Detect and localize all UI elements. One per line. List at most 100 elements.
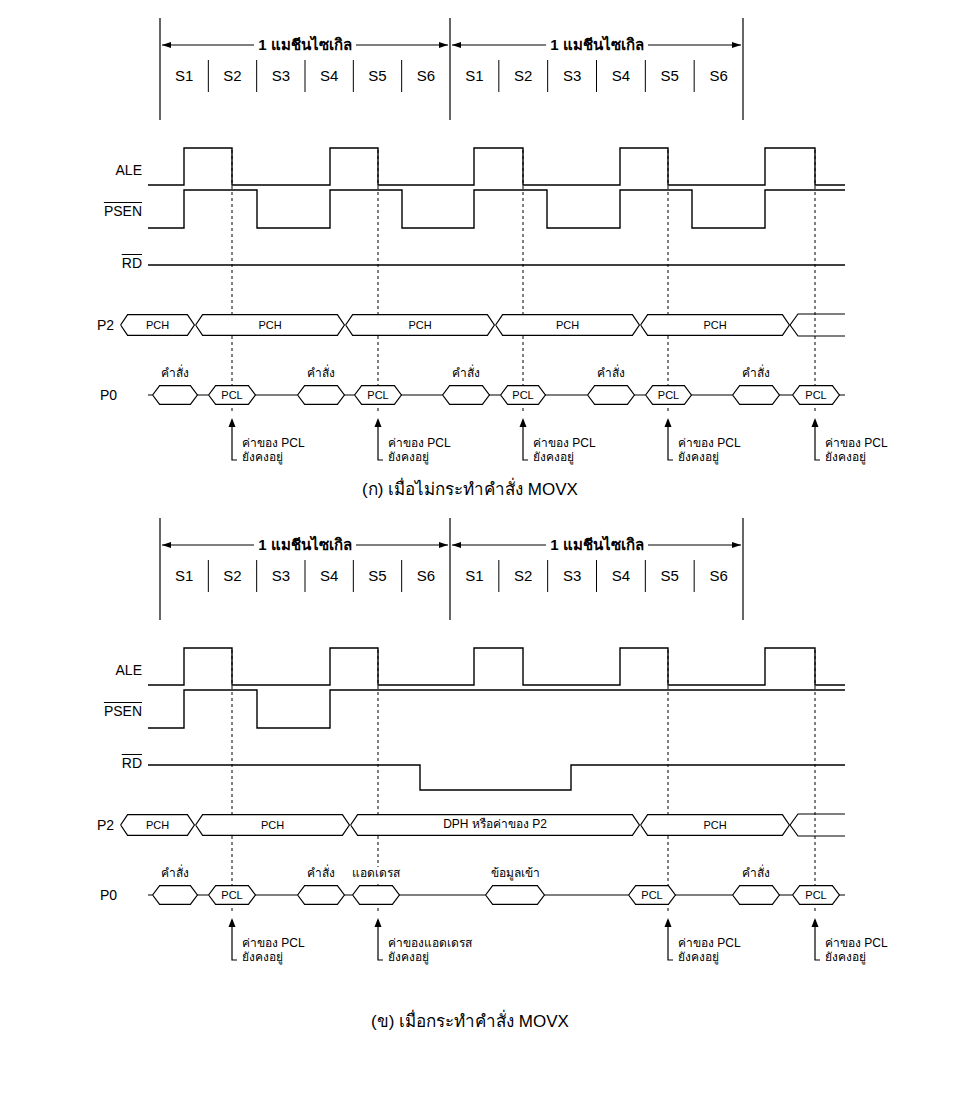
state-label: S4 bbox=[611, 567, 631, 584]
state-label: S6 bbox=[416, 67, 436, 84]
state-separator bbox=[596, 60, 597, 92]
signal-name: RD bbox=[121, 755, 143, 771]
hexagon-outline bbox=[443, 386, 490, 405]
hexagon-outline bbox=[196, 815, 350, 836]
cycle-boundary bbox=[449, 518, 450, 620]
state-separator bbox=[256, 60, 257, 92]
state-label: S5 bbox=[367, 567, 387, 584]
bus-value: PCL bbox=[628, 885, 676, 905]
hexagon-outline bbox=[121, 815, 195, 836]
bus-value-text: PCL bbox=[805, 889, 826, 902]
state-label: S1 bbox=[174, 567, 194, 584]
bus-slot: คำสั่ง bbox=[732, 861, 780, 905]
annotation-note: ค่าของ PCL ยังคงอยู่ bbox=[677, 437, 752, 465]
annotation-note: ค่าของ PCL ยังคงอยู่ bbox=[241, 937, 316, 965]
bus-value: PCH bbox=[640, 814, 790, 836]
rd-waveform bbox=[148, 264, 845, 265]
state-separator bbox=[694, 60, 695, 92]
state-separator bbox=[498, 60, 499, 92]
arrow-head bbox=[665, 918, 672, 927]
arrow-head bbox=[665, 418, 672, 427]
cycle-boundary bbox=[159, 518, 160, 620]
hexagon-outline bbox=[153, 386, 198, 405]
hexagon-outline bbox=[153, 886, 198, 905]
bus-slot-label: แอดเดรส bbox=[352, 867, 400, 881]
hexagon-outline bbox=[209, 386, 256, 405]
bus-value-text: PCL bbox=[658, 389, 679, 402]
bus-slot-label: คำสั่ง bbox=[307, 367, 335, 381]
state-label: S6 bbox=[708, 567, 728, 584]
psen-waveform bbox=[148, 690, 845, 728]
bus-slot: คำสั่ง bbox=[152, 361, 198, 405]
state-label: S6 bbox=[708, 67, 728, 84]
state-label: S3 bbox=[271, 67, 291, 84]
hexagon-outline bbox=[351, 815, 640, 836]
figure-caption: (ข) เมื่อกระทำคำสั่ง MOVX bbox=[370, 1012, 570, 1032]
signal-name: ALE bbox=[115, 662, 143, 678]
state-label: S2 bbox=[222, 67, 242, 84]
signal-name: P0 bbox=[99, 387, 118, 403]
bus-value-text: DPH หรือค่าของ P2 bbox=[443, 818, 547, 832]
arrow-head bbox=[452, 42, 461, 48]
bus-slot: คำสั่ง bbox=[152, 861, 198, 905]
state-separator bbox=[645, 560, 646, 592]
p2-bus bbox=[790, 814, 845, 825]
bus-value: PCL bbox=[500, 385, 546, 405]
bus-slot-label: คำสั่ง bbox=[597, 367, 625, 381]
hexagon-outline bbox=[733, 886, 780, 905]
signal-name: P0 bbox=[99, 887, 118, 903]
hexagon-outline bbox=[353, 886, 400, 905]
cycle-label: 1 แมชีนไซเกิล bbox=[254, 536, 356, 553]
signal-name: ALE bbox=[115, 162, 143, 178]
arrow-head bbox=[229, 918, 236, 927]
state-separator bbox=[305, 60, 306, 92]
signal-name: PSEN bbox=[103, 703, 143, 719]
hexagon-outline bbox=[733, 386, 780, 405]
state-label: S4 bbox=[319, 567, 339, 584]
state-separator bbox=[208, 560, 209, 592]
bus-value: PCL bbox=[208, 885, 256, 905]
annotation-note: ค่าของ PCL ยังคงอยู่ bbox=[677, 937, 752, 965]
state-label: S1 bbox=[174, 67, 194, 84]
bus-value: PCL bbox=[792, 885, 840, 905]
arrow-head bbox=[162, 542, 171, 548]
cycle-boundary bbox=[159, 18, 160, 120]
arrow-head bbox=[162, 42, 171, 48]
hexagon-outline bbox=[346, 315, 495, 336]
state-label: S3 bbox=[562, 567, 582, 584]
arrow-head bbox=[732, 542, 741, 548]
state-label: S1 bbox=[464, 67, 484, 84]
state-label: S4 bbox=[611, 67, 631, 84]
cycle-label: 1 แมชีนไซเกิล bbox=[254, 36, 356, 53]
arrow-head bbox=[520, 418, 527, 427]
state-separator bbox=[498, 560, 499, 592]
state-separator bbox=[256, 560, 257, 592]
state-separator bbox=[547, 560, 548, 592]
bus-value-text: PCL bbox=[367, 389, 388, 402]
hexagon-outline bbox=[298, 886, 345, 905]
bus-value: PCH bbox=[345, 314, 495, 336]
bus-value-text: PCH bbox=[146, 819, 169, 832]
arrow-head bbox=[812, 418, 819, 427]
annotation-note: ค่าของ PCL ยังคงอยู่ bbox=[532, 437, 607, 465]
timing-marker bbox=[815, 150, 816, 414]
annotation-note: ค่าของ PCL ยังคงอยู่ bbox=[824, 437, 899, 465]
state-separator bbox=[694, 560, 695, 592]
rd-waveform bbox=[148, 765, 845, 790]
bus-slot: ข้อมูลเข้า bbox=[485, 861, 545, 905]
ale-waveform bbox=[148, 648, 845, 685]
state-label: S2 bbox=[222, 567, 242, 584]
state-label: S5 bbox=[367, 67, 387, 84]
bus-value-text: PCH bbox=[703, 819, 726, 832]
hexagon-outline bbox=[641, 315, 790, 336]
arrow-head bbox=[812, 918, 819, 927]
state-label: S4 bbox=[319, 67, 339, 84]
timing-marker bbox=[815, 650, 816, 914]
bus-value-text: PCH bbox=[408, 319, 431, 332]
bus-value: PCH bbox=[120, 314, 195, 336]
bus-slot-label: คำสั่ง bbox=[161, 367, 189, 381]
annotation-note: ค่าของ PCL ยังคงอยู่ bbox=[387, 437, 462, 465]
annotation-note: ค่าของ PCL ยังคงอยู่ bbox=[824, 937, 899, 965]
bus-value: PCL bbox=[645, 385, 692, 405]
